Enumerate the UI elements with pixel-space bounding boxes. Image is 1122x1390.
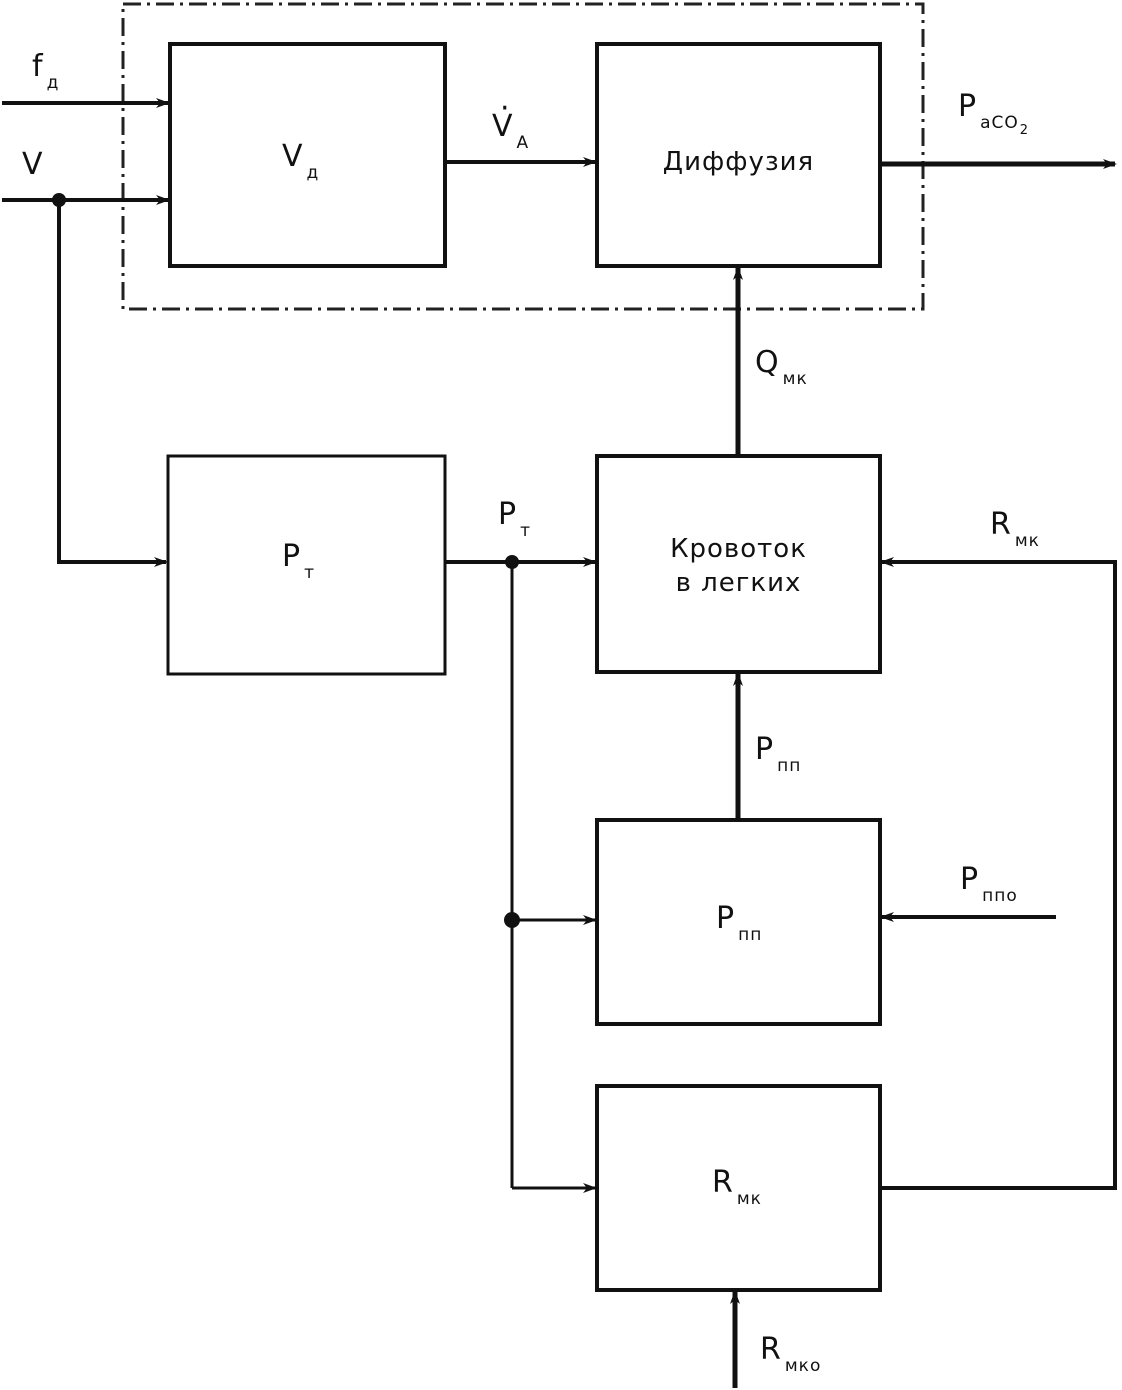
ppp-out-sub: пп <box>777 756 802 776</box>
block-pt-main: P <box>282 539 301 574</box>
ppp-out-main: P <box>755 732 774 767</box>
blood-flow-line2: в легких <box>675 568 802 598</box>
input-v-main: V <box>22 147 43 182</box>
pt-out-sub: т <box>520 521 531 541</box>
block-vd-main: V <box>282 139 303 174</box>
block-vd-sub: д <box>306 163 320 183</box>
input-pppo-main: P <box>960 862 979 897</box>
block-ppp-main: P <box>716 901 735 936</box>
output-sub: aCO <box>980 113 1019 133</box>
block-rmk-sub: мк <box>736 1189 762 1209</box>
input-rmko-main: R <box>760 1332 781 1367</box>
rmk-feedback-line <box>880 557 1117 1190</box>
lung-subsystem-boundary <box>121 2 925 311</box>
qmk-sub: мк <box>782 369 808 389</box>
block-rmk-main: R <box>712 1165 733 1200</box>
block-pt-sub: т <box>304 563 315 583</box>
block-diffusion-label: Диффузия <box>662 147 815 177</box>
rmk-out-sub: мк <box>1014 531 1040 551</box>
v-to-pt-line <box>57 200 168 567</box>
va-sub: A <box>516 133 530 153</box>
va-main: V <box>492 109 513 144</box>
block-ppp-sub: пп <box>738 925 763 945</box>
input-v-label: V <box>22 150 43 180</box>
block-blood-flow-label: Кровоток в легких <box>600 532 877 600</box>
block-pt <box>166 454 447 676</box>
rmk-out-main: R <box>990 507 1011 542</box>
qmk-main: Q <box>755 345 779 380</box>
block-vd <box>168 42 447 268</box>
input-pppo-sub: ппо <box>982 886 1018 906</box>
input-f-sub: д <box>46 73 60 93</box>
pt-out-main: P <box>498 497 517 532</box>
input-f-main: f <box>32 49 43 84</box>
output-sub2: 2 <box>1019 123 1030 138</box>
va-dot: · <box>500 91 510 126</box>
input-rmko-sub: мко <box>784 1356 822 1376</box>
blood-flow-line1: Кровоток <box>670 534 807 564</box>
output-main: P <box>958 89 977 124</box>
